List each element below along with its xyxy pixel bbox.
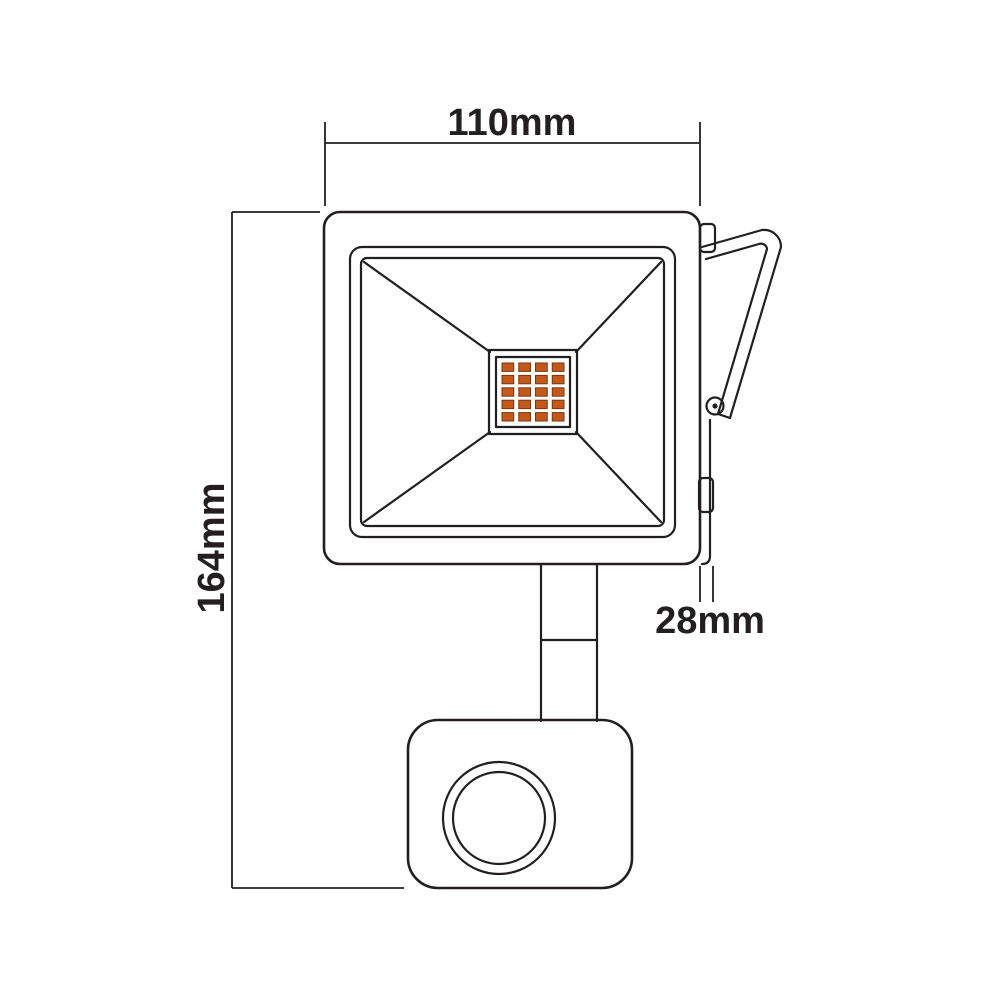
led-chip [501,412,515,422]
side-edge [700,418,712,566]
side-profile [697,222,717,566]
pivot-screw [705,396,725,416]
body-outer-frame [322,210,702,566]
height-dimension-label: 164mm [191,483,233,614]
reflector-bevel [359,256,666,528]
sensor-housing [406,718,634,890]
reflector-edge-top-right [574,260,663,354]
led-chip [535,399,548,410]
mounting-bracket [700,228,783,420]
led-chip [551,412,565,422]
led-module-inner [494,355,572,429]
led-chip [535,412,548,422]
led-chip [501,399,515,410]
body-inner-frame [348,245,677,539]
reflector-edge-bottom-right [574,430,663,524]
led-chip [518,399,531,410]
sensor-assembly [406,562,634,890]
led-chip [501,387,515,397]
height-dimension: 164mm [191,211,404,889]
led-chip [551,387,565,397]
reflector-edge-top-left [362,260,492,354]
width-dimension-label: 110mm [448,102,577,144]
floodlight-front-view [322,210,702,566]
sensor-lens-outer [441,760,557,876]
width-dimension: 110mm [324,102,701,206]
sensor-lens-inner [451,770,547,866]
led-chip [501,374,515,385]
reflector-edge-bottom-left [362,430,492,524]
side-switch [697,476,715,514]
led-chip [518,387,531,397]
dimension-annotations: 110mm 164mm 28mm [191,102,765,889]
led-chip [518,362,531,372]
led-chip [535,362,548,372]
depth-dimension-label: 28mm [655,600,765,642]
led-chip [535,387,548,397]
led-chip [501,362,515,372]
led-chip-array [501,362,565,422]
led-chip [518,374,531,385]
bracket-top-tab [698,222,717,254]
bracket-end-cap [716,412,732,420]
bracket-inner-edge [704,242,769,416]
led-chip [551,362,565,372]
led-chip [551,374,565,385]
led-chip [535,374,548,385]
pivot-screw-center [712,403,718,409]
led-module-outer [487,348,579,436]
led-chip [551,399,565,410]
bracket-outer-edge [700,228,783,420]
depth-dimension: 28mm [655,566,765,642]
led-chip [518,412,531,422]
